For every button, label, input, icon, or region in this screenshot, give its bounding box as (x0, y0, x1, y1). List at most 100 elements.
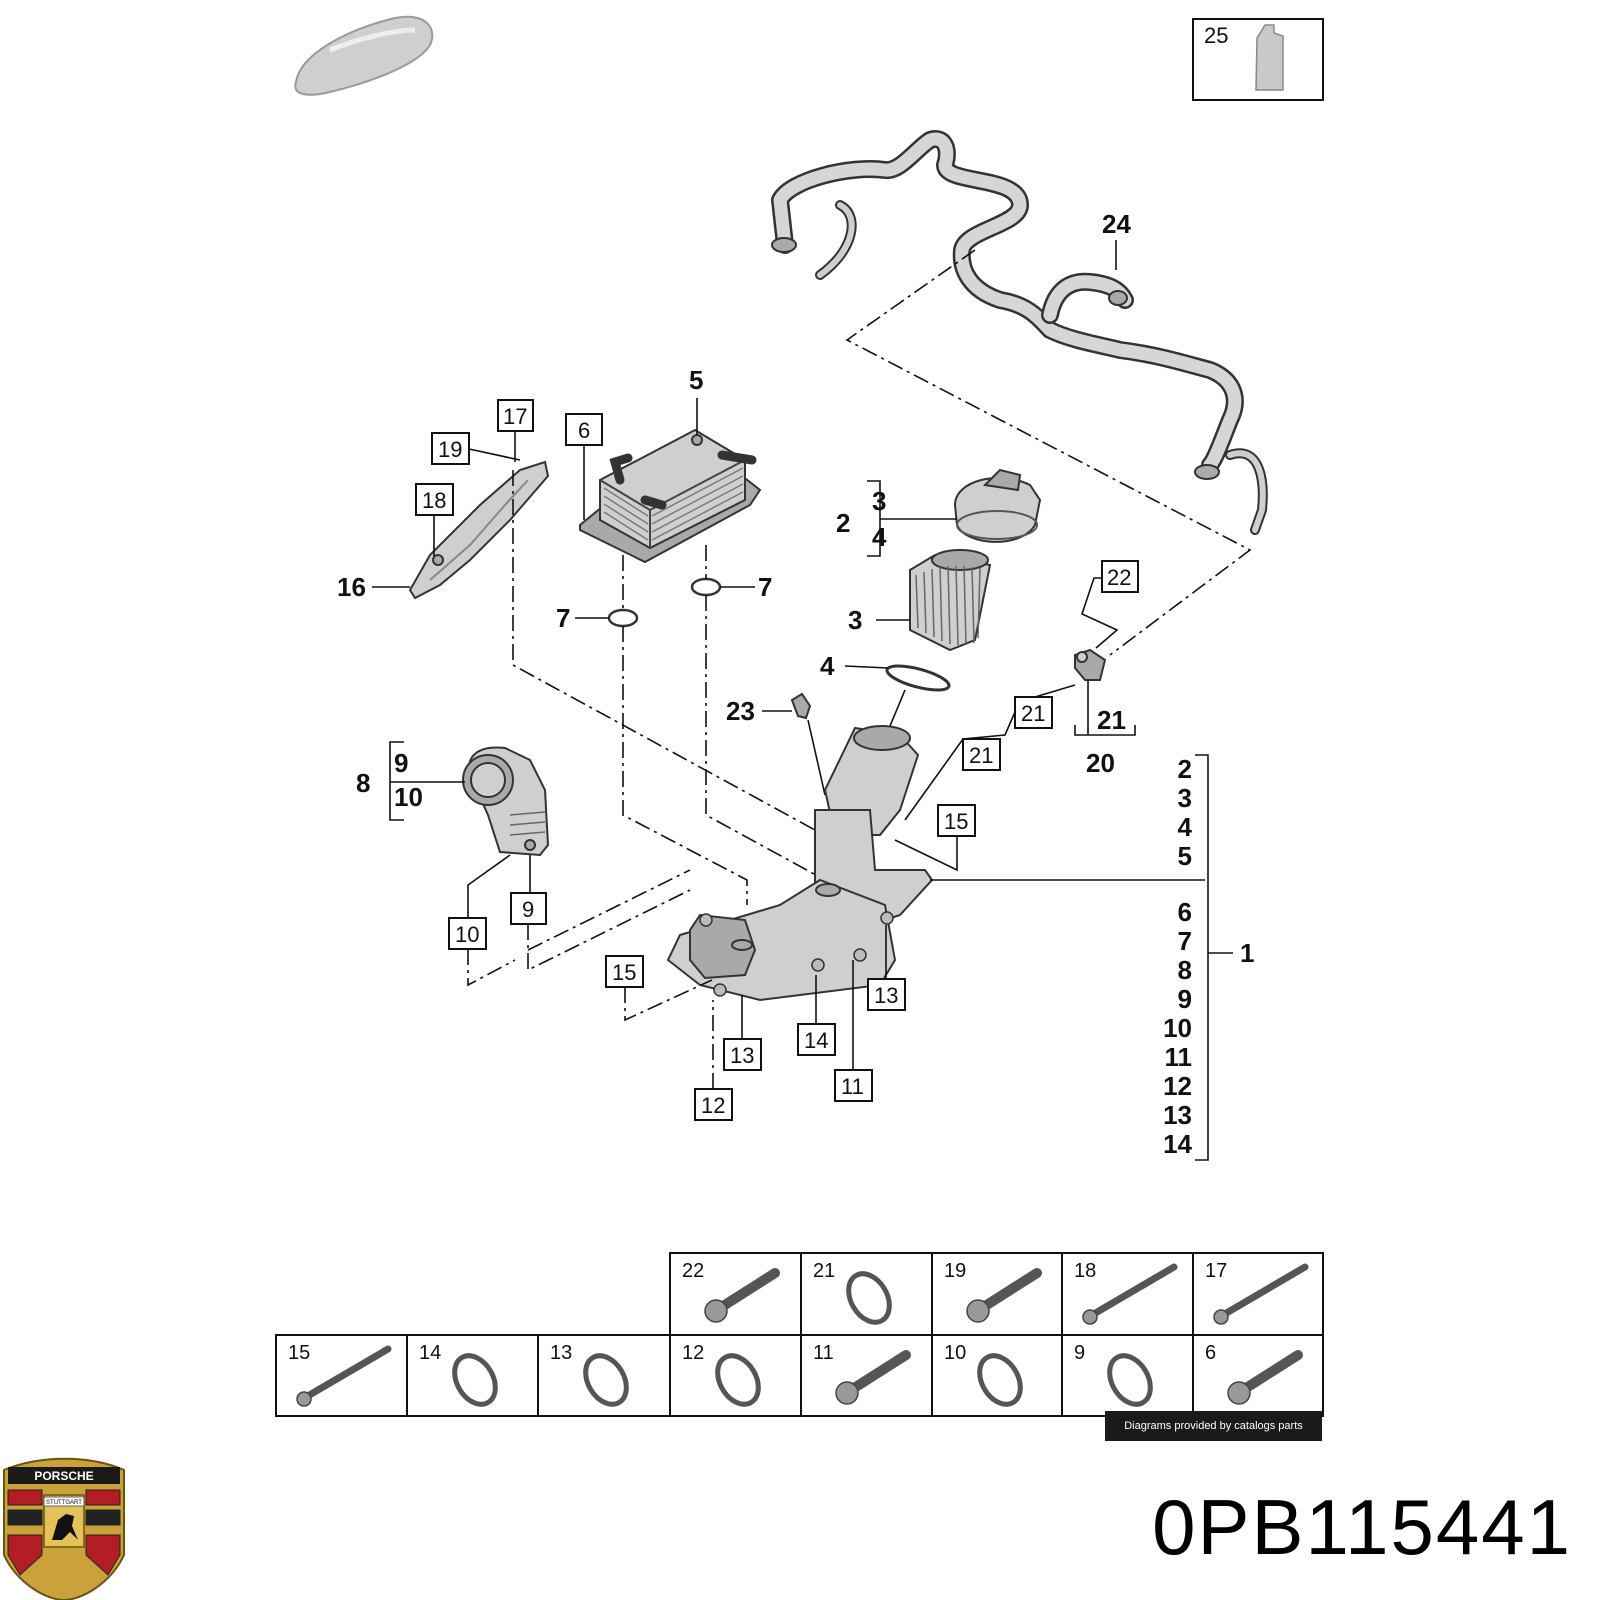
label-16: 16 (337, 572, 366, 602)
label-25: 25 (1204, 23, 1228, 48)
bolt-icon (835, 1350, 911, 1405)
hardware-cell-label: 12 (682, 1342, 704, 1364)
logo-city: STUTTGART (46, 1500, 82, 1506)
hardware-cell-label: 9 (1074, 1342, 1085, 1364)
dash-leader-9 (527, 869, 691, 972)
assembly-1-item: 10 (1163, 1013, 1192, 1043)
box-21b[interactable] (962, 738, 1001, 771)
hardware-cell[interactable]: 13 (550, 1342, 635, 1412)
hardware-cell-label: 10 (944, 1342, 966, 1364)
assembly-1-item: 11 (1165, 1042, 1193, 1072)
label-13b: 13 (730, 1043, 754, 1068)
label-19: 19 (438, 437, 462, 462)
seal-ring-icon (846, 1271, 892, 1325)
hardware-cell[interactable]: 21 (813, 1260, 898, 1330)
label-15a: 15 (944, 809, 968, 834)
label-22: 22 (1107, 565, 1131, 590)
label-3b: 3 (848, 605, 862, 635)
hardware-cell[interactable]: 18 (1074, 1260, 1178, 1325)
hardware-cell[interactable]: 15 (288, 1342, 392, 1407)
seal-ring-icon (452, 1353, 498, 1407)
assembly-1-item: 8 (1178, 955, 1192, 985)
label-7b: 7 (758, 572, 772, 602)
box-15b[interactable] (605, 955, 644, 988)
label-4a: 4 (872, 522, 887, 552)
hardware-cell[interactable]: 10 (944, 1342, 1029, 1412)
label-9a: 9 (394, 748, 408, 778)
leader-19 (468, 448, 521, 461)
logo-lettering: PORSCHE (34, 1469, 93, 1483)
box-21a[interactable] (1014, 696, 1053, 729)
long-bolt-icon (1213, 1263, 1309, 1325)
seal-ring-icon (583, 1353, 629, 1407)
oil-bottle-box[interactable]: 25 (1192, 18, 1324, 101)
hardware-table (275, 1252, 1324, 1417)
box-18[interactable] (415, 483, 454, 516)
label-23: 23 (726, 696, 755, 726)
label-2: 2 (836, 508, 850, 538)
hardware-cell[interactable]: 6 (1205, 1342, 1303, 1405)
bolt-icon (966, 1268, 1042, 1323)
label-13a: 13 (874, 983, 898, 1008)
hardware-cell-label: 14 (419, 1342, 441, 1364)
bracket-16 (408, 460, 550, 600)
label-8: 8 (356, 768, 370, 798)
label-21b: 21 (969, 743, 993, 768)
dash-leader-bracket (512, 470, 816, 831)
hardware-cell-label: 19 (944, 1260, 966, 1282)
label-12: 12 (701, 1093, 725, 1118)
box-19[interactable] (431, 432, 470, 465)
box-13a[interactable] (867, 978, 906, 1011)
hardware-cell[interactable]: 12 (682, 1342, 767, 1412)
hardware-cell-label: 18 (1074, 1260, 1096, 1282)
part-number: 0PB115441 (1152, 1483, 1572, 1571)
box-22[interactable] (1101, 560, 1139, 593)
label-3a: 3 (872, 486, 886, 516)
hardware-cell-label: 13 (550, 1342, 572, 1364)
label-6: 6 (578, 418, 590, 443)
hardware-cell[interactable]: 14 (419, 1342, 504, 1412)
hardware-cell[interactable]: 22 (682, 1260, 780, 1323)
thermostat-8 (462, 746, 550, 857)
assembly-1-item: 2 (1178, 754, 1192, 784)
hardware-cell-label: 15 (288, 1342, 310, 1364)
oil-pressure-sensor (1074, 648, 1107, 681)
box-12[interactable] (694, 1088, 733, 1121)
dash-leader-7a (622, 555, 748, 905)
box-14[interactable] (797, 1023, 836, 1056)
assembly-1-item: 3 (1178, 783, 1192, 813)
assembly-1-item: 6 (1178, 897, 1192, 927)
assembly-1-item: 5 (1178, 841, 1192, 871)
hardware-cell[interactable]: 9 (1074, 1342, 1159, 1412)
long-bolt-icon (1082, 1263, 1178, 1325)
hardware-cell[interactable]: 19 (944, 1260, 1042, 1323)
label-10b: 10 (455, 922, 479, 947)
hardware-cell[interactable]: 17 (1205, 1260, 1309, 1325)
leader-21b (904, 711, 1016, 821)
porsche-crest-logo: PORSCHE STUTTGART (3, 1457, 125, 1600)
seal-ring-4 (885, 664, 951, 692)
leader-22 (1081, 577, 1119, 649)
label-20: 20 (1086, 748, 1115, 778)
dash-leader-10 (467, 949, 516, 987)
label-21a: 21 (1021, 701, 1045, 726)
hardware-cell[interactable]: 11 (813, 1342, 911, 1405)
filter-housing-cap (953, 468, 1042, 543)
o-ring-7b (690, 577, 722, 597)
hardware-cell-label: 6 (1205, 1342, 1216, 1364)
hardware-cell-label: 22 (682, 1260, 704, 1282)
box-6[interactable] (565, 413, 603, 446)
oil-filter-housing-module (666, 725, 934, 1002)
seal-ring-icon (977, 1353, 1023, 1407)
hardware-cell-label: 17 (1205, 1260, 1227, 1282)
label-4b: 4 (820, 651, 835, 681)
bracket-8 (389, 741, 404, 821)
leader-4 (844, 665, 889, 669)
dash-leader-15b (624, 979, 713, 1022)
hardware-cells: 22 21 19 18 17 15 14 13 12 11 10 9 6 (288, 1260, 1309, 1412)
assembly-1-item: 9 (1178, 984, 1192, 1014)
leader-15a (894, 836, 958, 872)
seal-ring-icon (1107, 1353, 1153, 1407)
label-24: 24 (1102, 209, 1131, 239)
